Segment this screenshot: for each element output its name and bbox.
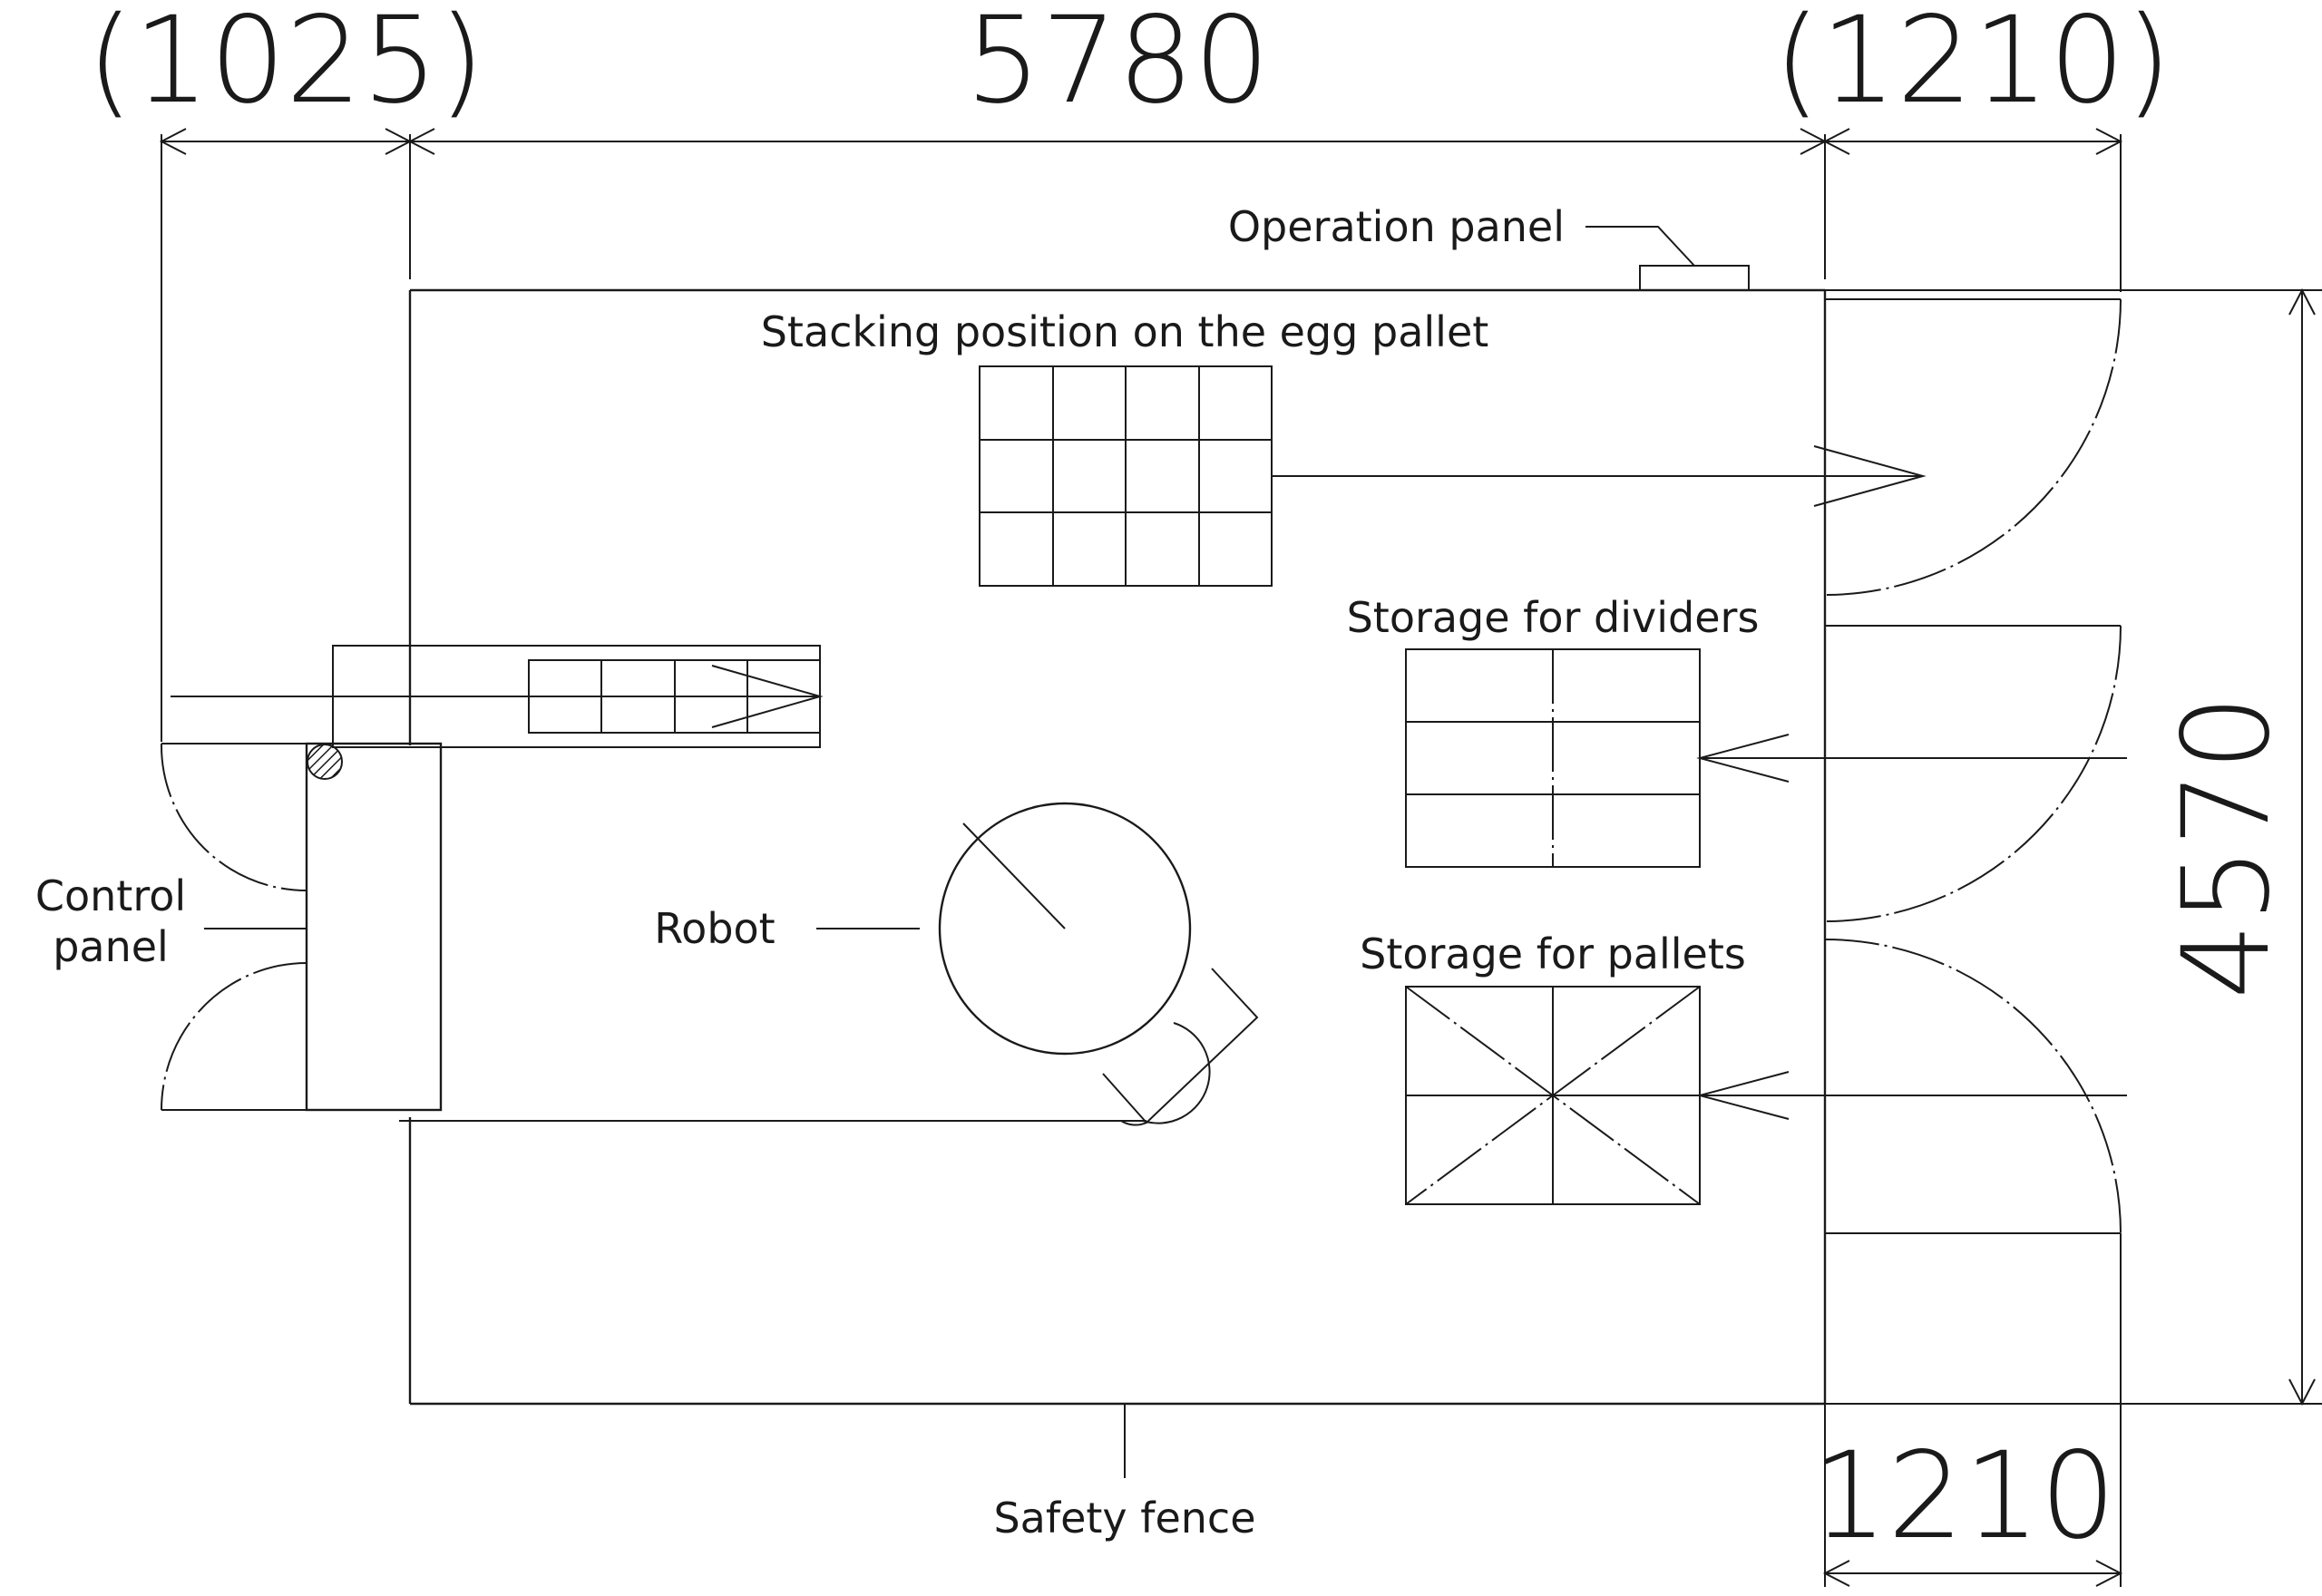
dimension-right-clearance-top: (1210) — [1774, 0, 2172, 131]
pallet-storage-grid — [1405, 986, 1701, 1205]
dimension-fence-width: 5780 — [965, 0, 1270, 131]
pallet-infeed-arrow — [1696, 1071, 2127, 1120]
operation-panel-leader — [1585, 226, 1695, 267]
operation-panel-label: Operation panel — [1228, 202, 1565, 251]
left-door-upper — [160, 743, 307, 891]
control-panel-label-line2: panel — [53, 922, 169, 971]
top-dimension-lines — [159, 128, 2123, 742]
divider-infeed-arrow — [1696, 734, 2127, 783]
egg-pallet-outfeed-arrow — [1272, 445, 1927, 507]
control-panel-label-line1: Control — [35, 871, 186, 920]
right-door-bottom — [1824, 939, 2122, 1234]
dimension-left-clearance: (1025) — [87, 0, 485, 131]
divider-storage-label: Storage for dividers — [1347, 593, 1760, 642]
dimension-fence-depth: 4570 — [2157, 695, 2297, 999]
pallet-storage-label: Storage for pallets — [1360, 929, 1746, 978]
safety-fence — [408, 288, 1827, 1406]
dimension-right-clearance-bottom: 1210 — [1811, 1426, 2116, 1566]
safety-fence-label: Safety fence — [993, 1494, 1255, 1542]
divider-storage-grid — [1405, 648, 1701, 868]
left-door-lower — [161, 962, 307, 1111]
right-door-middle — [1824, 625, 2122, 922]
right-door-top — [1824, 298, 2122, 596]
egg-pallet-stacking-grid — [979, 365, 1273, 587]
right-dimension-line — [1825, 287, 2322, 1406]
emergency-stop-marker — [307, 744, 343, 780]
robot — [938, 802, 1259, 1126]
robot-label: Robot — [654, 904, 775, 953]
operation-panel — [1639, 265, 1750, 291]
control-panel — [305, 742, 443, 1112]
conveyor — [171, 645, 824, 748]
stacking-position-label: Stacking position on the egg pallet — [761, 307, 1489, 356]
